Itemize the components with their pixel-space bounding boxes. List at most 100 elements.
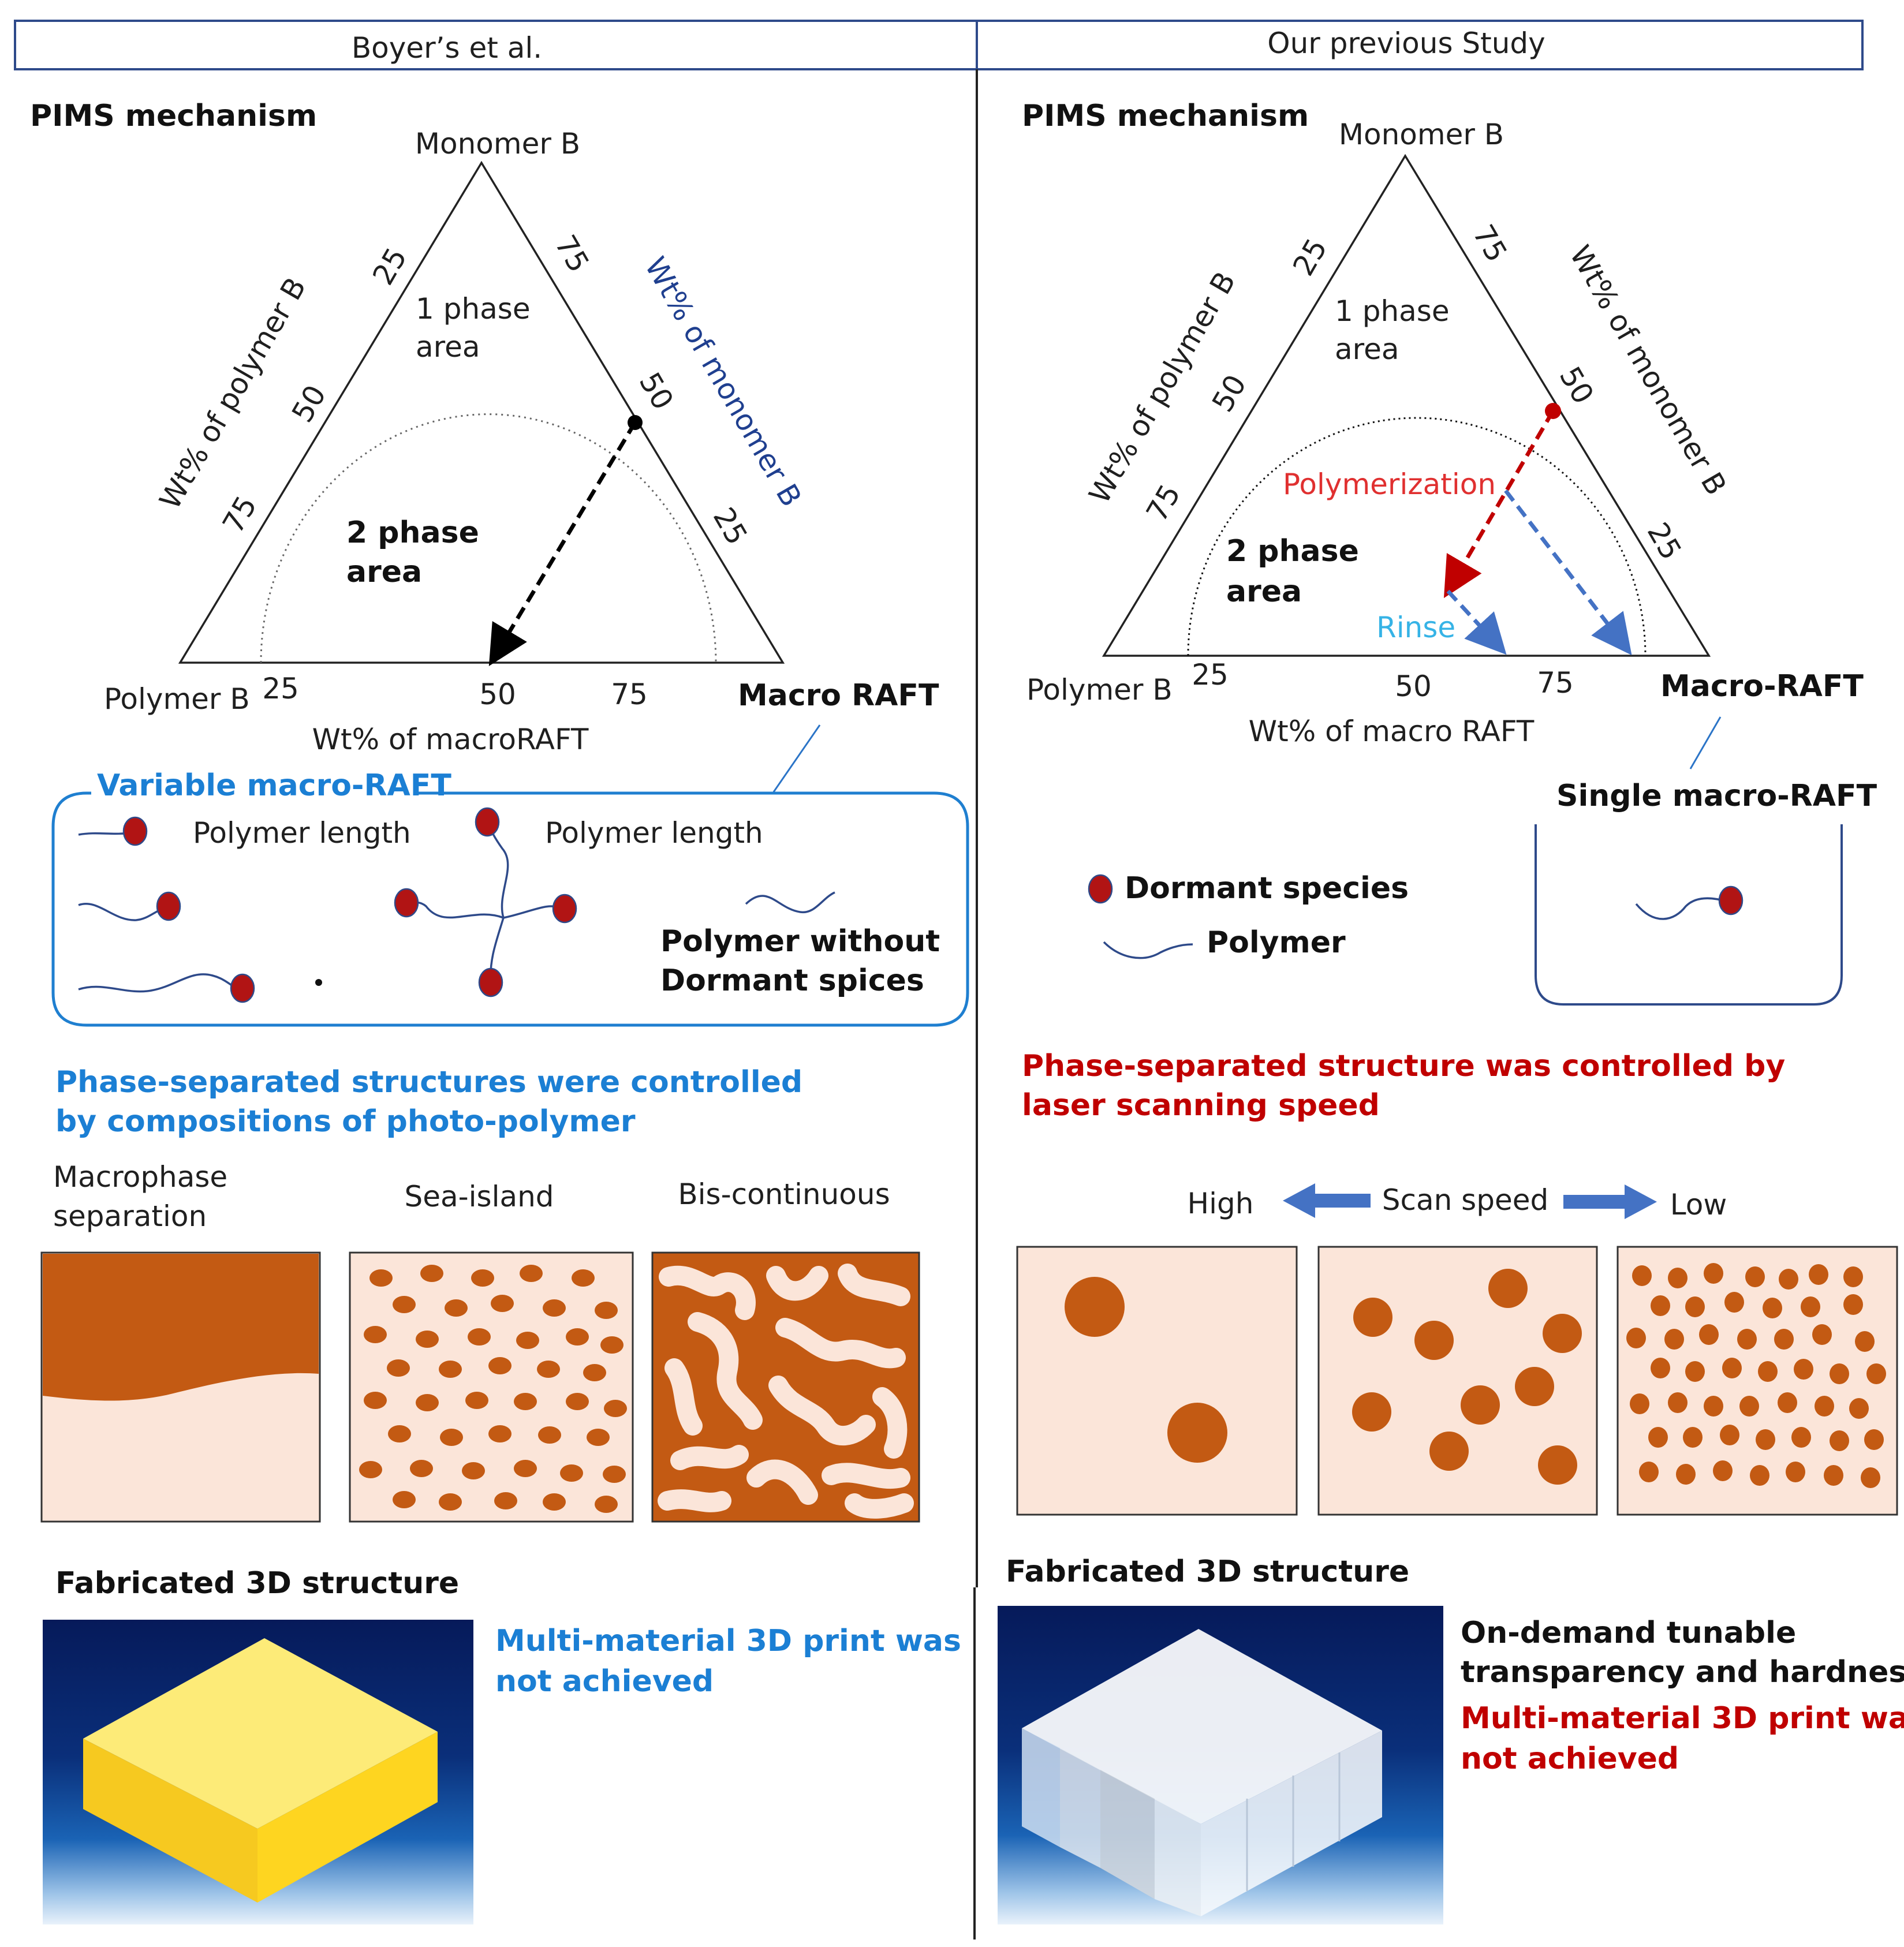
phase-domain bbox=[491, 1295, 514, 1312]
phase-domain bbox=[1830, 1363, 1849, 1384]
chain-long bbox=[78, 973, 242, 993]
right-left-tick-75: 75 bbox=[1140, 479, 1187, 527]
phase-domain bbox=[1722, 1358, 1742, 1378]
right-fab-note-red-line2: not achieved bbox=[1461, 1742, 1679, 1776]
right-two-phase-line2: area bbox=[1226, 574, 1302, 609]
left-fab-title: Fabricated 3D structure bbox=[55, 1566, 459, 1601]
phase-domain bbox=[603, 1466, 626, 1483]
left-no-dormant-line2: Dormant spices bbox=[660, 963, 924, 998]
block-segment-2 bbox=[1060, 1748, 1100, 1868]
phase-domain bbox=[1849, 1398, 1869, 1419]
right-bottom-axis-label: Wt% of macro RAFT bbox=[1249, 715, 1535, 748]
high-speed-domains bbox=[1065, 1277, 1227, 1463]
phase-domain bbox=[1648, 1427, 1668, 1448]
morph-macro-label-line2: separation bbox=[53, 1199, 207, 1233]
right-right-axis-label: Wt% of monomer B bbox=[1563, 240, 1733, 501]
scan-arrow-right bbox=[1563, 1184, 1657, 1219]
right-apex-top: Monomer B bbox=[1339, 118, 1504, 151]
phase-domain bbox=[488, 1357, 512, 1374]
left-polymer-length-1: Polymer length bbox=[193, 816, 411, 850]
morph-sea-island-box bbox=[349, 1251, 634, 1523]
right-rinse-arrow-1 bbox=[1504, 489, 1632, 656]
morph-mid-speed-box bbox=[1317, 1246, 1598, 1516]
phase-domain bbox=[462, 1462, 485, 1479]
phase-domain bbox=[1739, 1396, 1759, 1417]
phase-domain bbox=[1750, 1465, 1769, 1486]
phase-domain bbox=[1632, 1265, 1652, 1286]
right-one-phase-line1: 1 phase bbox=[1335, 294, 1450, 328]
phase-domain bbox=[1668, 1268, 1688, 1288]
phase-domain bbox=[595, 1302, 618, 1319]
phase-domain bbox=[387, 1359, 410, 1377]
right-statement-line1: Phase-separated structure was controlled… bbox=[1022, 1049, 1785, 1083]
phase-domain bbox=[1720, 1425, 1739, 1445]
left-bottom-tick-75: 75 bbox=[611, 678, 648, 711]
phase-domain bbox=[1639, 1462, 1659, 1482]
phase-domain bbox=[1745, 1266, 1765, 1287]
right-box-title: Single macro-RAFT bbox=[1556, 779, 1877, 813]
phase-domain bbox=[543, 1299, 566, 1317]
phase-domain bbox=[364, 1392, 387, 1409]
phase-domain bbox=[560, 1464, 583, 1482]
block-segment-4 bbox=[1155, 1799, 1201, 1916]
left-apex-right: Macro RAFT bbox=[738, 678, 939, 713]
phase-domain bbox=[471, 1269, 494, 1287]
left-statement-line2: by compositions of photo-polymer bbox=[55, 1104, 636, 1139]
left-two-phase-line1: 2 phase bbox=[346, 515, 479, 550]
dormant-species-dot bbox=[156, 891, 181, 921]
phase-domain bbox=[595, 1496, 618, 1513]
left-right-tick-75: 75 bbox=[548, 229, 596, 278]
phase-domain bbox=[1778, 1392, 1797, 1413]
right-left-tick-50: 50 bbox=[1205, 369, 1253, 417]
phase-domain bbox=[566, 1393, 589, 1410]
right-macro-raft-box bbox=[1535, 824, 1843, 1006]
phase-domain bbox=[1704, 1396, 1723, 1417]
right-one-phase-line2: area bbox=[1335, 332, 1399, 366]
phase-domain bbox=[1791, 1427, 1811, 1448]
phase-domain bbox=[1756, 1429, 1775, 1450]
scan-low-label: Low bbox=[1670, 1188, 1727, 1221]
header-left: Boyer’s et al. bbox=[352, 31, 542, 65]
right-fab-note-line1: On-demand tunable bbox=[1461, 1616, 1796, 1650]
phase-domain bbox=[1724, 1292, 1744, 1313]
phase-domain bbox=[440, 1429, 463, 1446]
block-segment-3 bbox=[1100, 1770, 1155, 1899]
left-dormant-dots bbox=[122, 807, 577, 1003]
right-pims-title: PIMS mechanism bbox=[1022, 99, 1309, 133]
morph-sea-label: Sea-island bbox=[404, 1180, 554, 1213]
phase-domain bbox=[465, 1392, 488, 1409]
chain-medium bbox=[78, 903, 168, 921]
phase-domain bbox=[543, 1493, 566, 1511]
left-one-phase-line1: 1 phase bbox=[416, 292, 531, 326]
phase-domain bbox=[439, 1361, 462, 1378]
left-statement-line1: Phase-separated structures were controll… bbox=[55, 1065, 802, 1100]
phase-domain bbox=[1651, 1295, 1670, 1316]
left-callout-line bbox=[772, 724, 821, 793]
bicontinuous-light-channels bbox=[658, 1264, 914, 1519]
right-statement-line2: laser scanning speed bbox=[1022, 1088, 1380, 1123]
phase-domain bbox=[1758, 1361, 1778, 1382]
left-bottom-tick-50: 50 bbox=[479, 678, 516, 711]
dormant-species-dot bbox=[394, 888, 419, 918]
phase-domain bbox=[1713, 1460, 1733, 1481]
left-pims-title: PIMS mechanism bbox=[30, 99, 317, 133]
right-callout-line bbox=[1689, 716, 1722, 769]
block-segment-1 bbox=[1022, 1728, 1060, 1847]
right-right-tick-75: 75 bbox=[1466, 219, 1514, 267]
phase-domain bbox=[1763, 1298, 1782, 1318]
left-two-phase-boundary bbox=[260, 413, 717, 663]
phase-domain bbox=[393, 1491, 416, 1508]
right-bottom-tick-75: 75 bbox=[1537, 666, 1574, 700]
phase-domain bbox=[538, 1426, 561, 1444]
phase-domain bbox=[393, 1296, 416, 1313]
legend-polymer-chain bbox=[1103, 941, 1193, 959]
phase-domain bbox=[494, 1492, 517, 1509]
phase-domain bbox=[1861, 1467, 1880, 1488]
scan-arrow-left bbox=[1283, 1183, 1371, 1218]
phase-domain bbox=[520, 1265, 543, 1282]
phase-domain bbox=[600, 1336, 624, 1354]
phase-domain bbox=[1664, 1329, 1684, 1350]
left-no-dormant-line1: Polymer without bbox=[660, 924, 940, 959]
left-right-tick-25: 25 bbox=[707, 502, 754, 550]
phase-domain bbox=[1685, 1296, 1705, 1317]
